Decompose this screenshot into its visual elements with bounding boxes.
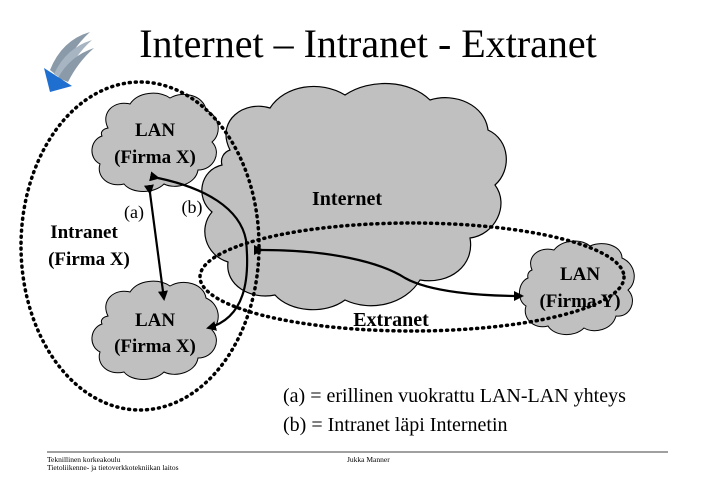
legend-a: (a) = erillinen vuokrattu LAN-LAN yhteys — [283, 385, 626, 407]
lan-cloud-top — [91, 92, 219, 192]
footer-left-1: Teknillinen korkeakoulu — [47, 455, 121, 464]
internet-label: Internet — [312, 188, 382, 210]
lan-top-label-2: (Firma X) — [114, 147, 196, 168]
lan-top-label-1: LAN — [135, 120, 175, 141]
link-b-arrow — [149, 171, 249, 331]
logo-icon — [44, 32, 94, 92]
marker-a: (a) — [124, 202, 144, 223]
lan-bottom-label-2: (Firma X) — [114, 336, 196, 357]
lan-right-label-1: LAN — [560, 264, 600, 285]
slide-title: Internet – Intranet - Extranet — [139, 21, 597, 66]
extranet-label: Extranet — [353, 309, 429, 331]
lan-right-label-2: (Firma Y) — [539, 291, 620, 312]
footer-center: Jukka Manner — [347, 455, 390, 464]
marker-b: (b) — [182, 197, 203, 218]
lan-bottom-label-1: LAN — [135, 310, 175, 331]
extranet-link-arrow — [253, 244, 524, 301]
footer-left-2: Tietoliikenne- ja tietoverkkotekniikan l… — [47, 463, 179, 472]
legend-b: (b) = Intranet läpi Internetin — [283, 414, 508, 436]
intranet-label-2: (Firma X) — [48, 249, 130, 270]
intranet-label-1: Intranet — [50, 222, 118, 243]
